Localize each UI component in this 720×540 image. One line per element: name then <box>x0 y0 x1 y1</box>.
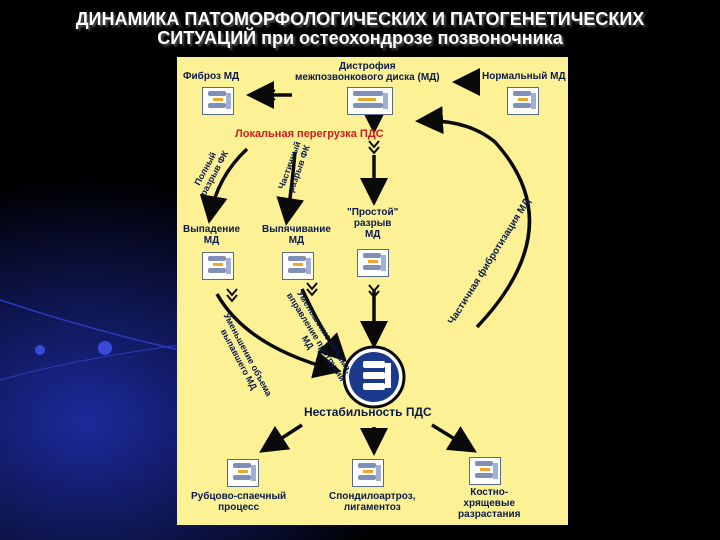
chevron-icon <box>368 284 380 299</box>
slide-title-line2: СИТУАЦИЙ при остеохондрозе позвоночника <box>157 28 563 48</box>
spine-segment-icon <box>282 252 314 280</box>
slide-title-line1: ДИНАМИКА ПАТОМОРФОЛОГИЧЕСКИХ И ПАТОГЕНЕТ… <box>75 9 645 29</box>
arrow-instability-to-osteo <box>431 423 477 453</box>
spine-segment-icon <box>227 459 259 487</box>
chevron-icon <box>368 434 380 449</box>
spine-segment-icon <box>357 249 389 277</box>
label-protrusion: Выпячивание МД <box>262 224 331 246</box>
vertebra-figure-icon <box>363 361 391 390</box>
chevron-icon <box>226 288 238 303</box>
chevron-icon <box>306 282 318 297</box>
diagram-arrows <box>199 68 532 456</box>
slide-title: ДИНАМИКА ПАТОМОРФОЛОГИЧЕСКИХ И ПАТОГЕНЕТ… <box>0 10 720 48</box>
chevron-icon <box>261 89 276 101</box>
spine-segment-icon <box>352 459 384 487</box>
spine-segment-icon <box>347 87 393 115</box>
spine-segment-icon <box>202 252 234 280</box>
label-simple-rupture: "Простой" разрыв МД <box>347 207 399 240</box>
arrow-instability-to-scar <box>259 423 303 453</box>
label-fibrosis: Фиброз МД <box>183 71 240 82</box>
diagram-panel: Фиброз МД Дистрофия межпозвонкового диск… <box>177 57 568 525</box>
chevron-icon <box>368 140 380 155</box>
spine-segment-icon <box>469 457 501 485</box>
arrow-prolapse-to-instability <box>215 293 342 379</box>
label-instability: Нестабильность ПДС <box>304 405 432 419</box>
label-spondylarthrosis: Спондилоартроз, лигаментоз <box>329 491 416 513</box>
arrow-overload-to-protrusion <box>276 151 305 226</box>
spine-segment-icon <box>507 87 539 115</box>
label-osteophytes: Костно- хрящевые разрастания <box>458 487 521 520</box>
arrow-protrusion-to-instability <box>300 288 347 362</box>
arrow-overload-to-prolapse <box>199 147 249 224</box>
label-dystrophy: Дистрофия межпозвонкового диска (МД) <box>295 61 440 83</box>
label-overload: Локальная перегрузка ПДС <box>235 128 384 140</box>
label-normal: Нормальный МД <box>482 71 566 82</box>
spine-segment-icon <box>202 87 234 115</box>
label-prolapse: Выпадение МД <box>183 224 241 246</box>
chevron-icon <box>461 76 476 88</box>
arrow-fibrotization-back <box>415 106 532 329</box>
label-scar: Рубцово-спаечный процесс <box>191 491 287 513</box>
